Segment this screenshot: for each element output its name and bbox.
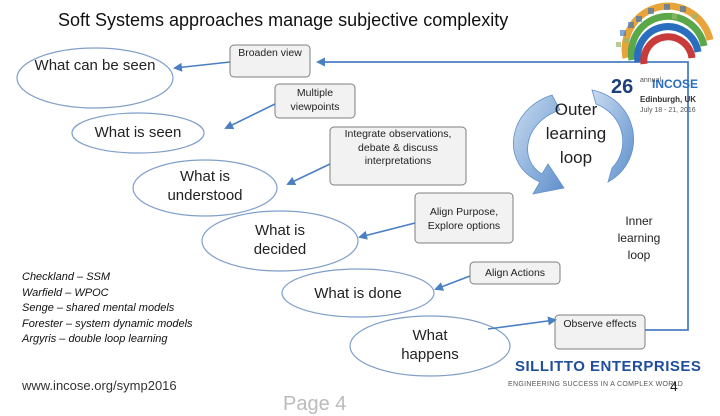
soft-systems-diagram — [16, 44, 689, 377]
label-multiple-viewpoints: Multiple viewpoints — [290, 87, 340, 113]
logo-name: INCOSE — [652, 77, 699, 91]
reference-item: Forester – system dynamic models — [22, 317, 193, 330]
label-what-can-be-seen: What can be seen — [34, 57, 156, 74]
ellipse-what-is-seen — [71, 112, 205, 154]
box-align-actions — [469, 261, 561, 285]
reference-item: Senge – shared mental models — [22, 302, 175, 314]
page-title: Soft Systems approaches manage subjectiv… — [58, 10, 509, 30]
arrow-multiple-to-what-is-seen — [224, 103, 276, 129]
logo-annual: annual — [640, 77, 662, 84]
footer-url: www.incose.org/symp2016 — [22, 378, 177, 393]
brand-tagline: ENGINEERING SUCCESS IN A COMPLEX WORLD — [508, 381, 684, 388]
arrow-broaden-to-seen — [173, 61, 231, 72]
reference-item: Checkland – SSM — [22, 271, 111, 283]
label-integrate: Integrate observations, debate & discuss… — [344, 128, 452, 168]
box-observe-effects — [554, 314, 646, 350]
label-what-is-done: What is done — [314, 285, 402, 302]
arrow-align-actions-to-done — [434, 275, 471, 291]
label-align-purpose: Align Purpose, Explore options — [427, 206, 501, 232]
arrow-happens-to-observe — [487, 316, 557, 330]
ellipse-what-is-decided — [201, 210, 359, 272]
label-broaden-view: Broaden view — [238, 47, 302, 59]
logo-dates: July 18 - 21, 2016 — [640, 107, 696, 114]
references-list: Checkland – SSM Warfield – WPOC Senge – … — [22, 270, 193, 348]
label-what-is-seen: What is seen — [94, 124, 182, 141]
reference-item: Warfield – WPOC — [22, 286, 109, 299]
ellipse-what-happens — [349, 315, 511, 377]
ellipse-what-can-be-seen — [16, 47, 174, 109]
inner-loop-line — [316, 57, 689, 331]
page-number: 4 — [670, 378, 678, 394]
box-multiple-viewpoints — [274, 83, 356, 119]
box-align-purpose — [414, 192, 514, 244]
label-what-is-understood: What is understood — [167, 168, 243, 204]
arrow-align-purpose-to-decided — [358, 222, 416, 240]
box-integrate — [329, 126, 467, 186]
outer-loop-arrow-right — [591, 89, 634, 183]
incose-logo — [616, 2, 714, 65]
label-observe-effects: Observe effects — [563, 318, 637, 330]
logo-number: 26 — [611, 76, 634, 98]
reference-item: Argyris – double loop learning — [22, 333, 168, 345]
outer-loop-arrow — [513, 94, 565, 195]
label-what-happens: What happens — [401, 327, 459, 363]
ellipse-what-is-done — [281, 268, 435, 318]
logo-city: Edinburgh, UK — [640, 95, 696, 104]
label-align-actions: Align Actions — [484, 267, 546, 279]
arrow-integrate-to-understood — [286, 163, 331, 186]
box-broaden-view — [229, 44, 311, 78]
inner-loop-label: Inner learning loop — [617, 214, 661, 262]
outer-loop-label: Outer learning loop — [545, 100, 607, 167]
ellipse-what-is-understood — [132, 159, 278, 217]
brand-name: SILLITTO ENTERPRISES — [515, 358, 702, 375]
label-what-is-decided: What is decided — [253, 222, 307, 258]
